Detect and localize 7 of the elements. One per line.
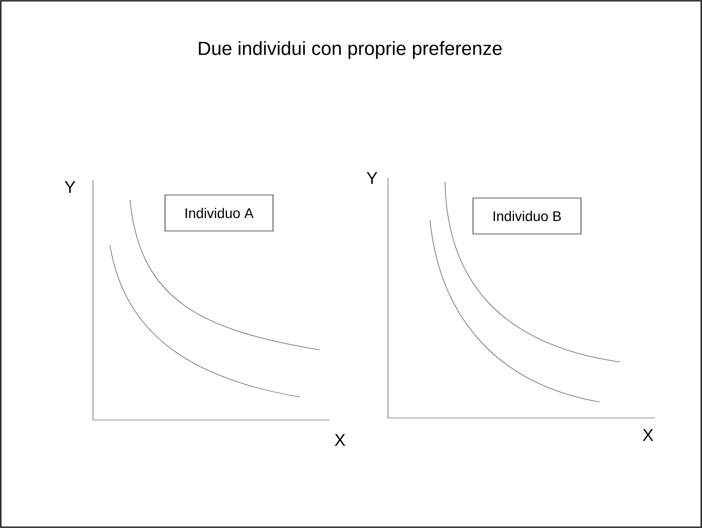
label-box: Individuo A [164,194,274,232]
title: Due individui con proprie preferenze [198,41,502,59]
label-box: Individuo B [472,198,582,234]
axis-label: Y [366,172,378,184]
axis-label: Y [64,181,76,193]
axis-label: X [642,429,654,441]
axis-label: X [334,434,346,446]
